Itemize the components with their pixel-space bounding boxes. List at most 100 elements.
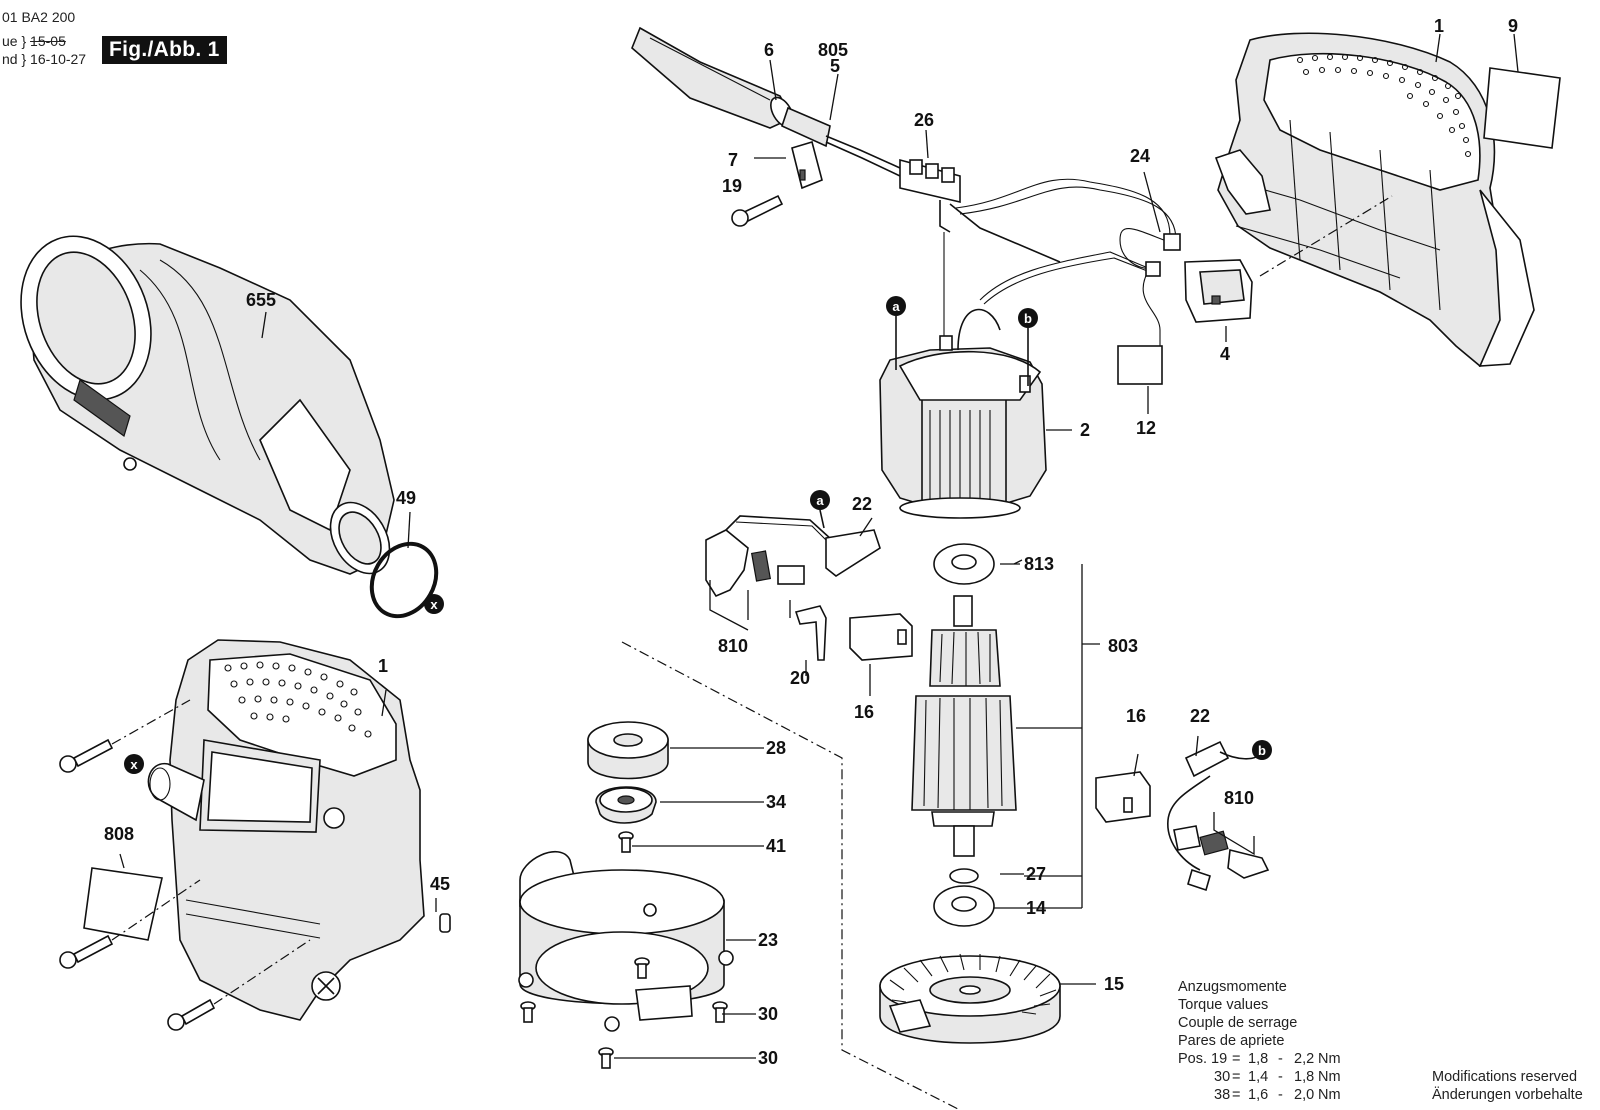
torque-max: 2,0 [1294, 1087, 1315, 1103]
part-label-26: 26 [914, 110, 934, 130]
part-label-1-bottom: 1 [378, 656, 388, 676]
doc-number: 01 BA2 200 [2, 9, 76, 25]
part-label-803: 803 [1108, 636, 1138, 656]
housing-screw [167, 939, 311, 1031]
fan-baffle [518, 850, 734, 1032]
part-label-45: 45 [430, 874, 450, 894]
torque-min: 1,4 [1248, 1069, 1269, 1085]
marker-a-brush: a [810, 490, 830, 510]
small-screw [520, 1001, 536, 1023]
part-label-20: 20 [790, 668, 810, 688]
part-label-808: 808 [104, 824, 134, 844]
torque-eq: = [1232, 1087, 1241, 1103]
torque-pos: 38 [1214, 1087, 1231, 1103]
modifications-de: Änderungen vorbehalte [1432, 1087, 1583, 1103]
part-label-41: 41 [766, 836, 786, 856]
part-label-5: 5 [830, 56, 840, 76]
part-label-22-left: 22 [852, 494, 872, 514]
part-label-805: 805 [818, 40, 848, 60]
svg-text:x: x [430, 597, 438, 612]
marker-x-housing: x [124, 754, 144, 774]
torque-pos: Pos. 19 [1178, 1051, 1228, 1067]
torque-min: 1,8 [1248, 1051, 1269, 1067]
clip [794, 605, 827, 661]
housing-screw [59, 879, 201, 969]
svg-text:a: a [892, 299, 900, 314]
brush-box [1095, 771, 1151, 823]
part-label-2: 2 [1080, 420, 1090, 440]
svg-text:x: x [130, 757, 138, 772]
torque-table: Anzugsmomente Torque values Couple de se… [1178, 978, 1341, 1104]
housing-screw [59, 699, 191, 773]
torque-heading-es: Pares de apriete [1178, 1033, 1285, 1049]
small-screw [712, 1001, 728, 1023]
small-screw [598, 1047, 614, 1069]
torque-max: 1,8 [1294, 1069, 1315, 1085]
part-label-22-right: 22 [1190, 706, 1210, 726]
part-label-16-left: 16 [854, 702, 874, 722]
bearing-holder [595, 786, 657, 824]
torque-row: Pos. 19 = 1,8 - 2,2 Nm [1178, 1050, 1341, 1068]
part-label-19: 19 [722, 176, 742, 196]
part-label-6: 6 [764, 40, 774, 60]
part-label-24: 24 [1130, 146, 1150, 166]
torque-heading-de: Anzugsmomente [1178, 979, 1287, 995]
leader-lines [119, 33, 1519, 1059]
brush-box [849, 613, 913, 661]
part-label-813: 813 [1024, 554, 1054, 574]
part-label-28: 28 [766, 738, 786, 758]
part-label-23: 23 [758, 930, 778, 950]
modifications-en: Modifications reserved [1432, 1069, 1578, 1085]
center-line [621, 641, 961, 1110]
fan [879, 953, 1061, 1044]
revision-date: 16-10-27 [30, 51, 87, 67]
torque-pos: 30 [1214, 1069, 1231, 1085]
sander-nose [20, 235, 395, 575]
torque-row: 38 = 1,6 - 2,0 Nm [1178, 1086, 1341, 1104]
torque-row: 30 = 1,4 - 1,8 Nm [1178, 1068, 1341, 1086]
figure-label: Fig./Abb. 1 [102, 36, 227, 64]
part-label-16-right: 16 [1126, 706, 1146, 726]
torque-heading-fr: Couple de serrage [1178, 1015, 1298, 1031]
revision-prefix: ue [2, 33, 18, 49]
switch [1145, 233, 1253, 323]
revision-date-old: 15-05 [30, 33, 66, 49]
torque-dash: - [1278, 1069, 1283, 1085]
torque-unit: Nm [1318, 1051, 1341, 1067]
terminal-block [899, 158, 1061, 263]
rating-label [1483, 67, 1561, 149]
switch-wires [943, 178, 1181, 350]
part-label-34: 34 [766, 792, 786, 812]
revision-line: nd } 16-10-27 [2, 51, 87, 67]
part-label-810-left: 810 [718, 636, 748, 656]
svg-text:b: b [1024, 311, 1032, 326]
power-cord [631, 26, 901, 177]
marker-a-top: a [886, 296, 906, 316]
torque-dash: - [1278, 1051, 1283, 1067]
marker-x-ring: x [424, 594, 444, 614]
brush-holder-right [1167, 740, 1270, 892]
field-coil [879, 308, 1047, 519]
housing-half-top [1214, 32, 1535, 368]
type-label [83, 867, 163, 941]
part-label-27: 27 [1026, 864, 1046, 884]
torque-unit: Nm [1318, 1087, 1341, 1103]
torque-dash: - [1278, 1087, 1283, 1103]
svg-text:a: a [816, 493, 824, 508]
part-label-9: 9 [1508, 16, 1518, 36]
part-label-14: 14 [1026, 898, 1046, 918]
part-label-30-a: 30 [758, 1004, 778, 1024]
pin [439, 913, 451, 933]
part-label-49: 49 [396, 488, 416, 508]
torque-eq: = [1232, 1069, 1241, 1085]
part-label-7: 7 [728, 150, 738, 170]
svg-text:b: b [1258, 743, 1266, 758]
torque-eq: = [1232, 1051, 1241, 1067]
bearing [587, 721, 669, 780]
part-label-810-right: 810 [1224, 788, 1254, 808]
armature [911, 543, 1017, 927]
housing-half-bottom [147, 639, 425, 1021]
small-screw [618, 831, 634, 853]
modifications-note: Modifications reserved Änderungen vorbeh… [1432, 1068, 1583, 1104]
